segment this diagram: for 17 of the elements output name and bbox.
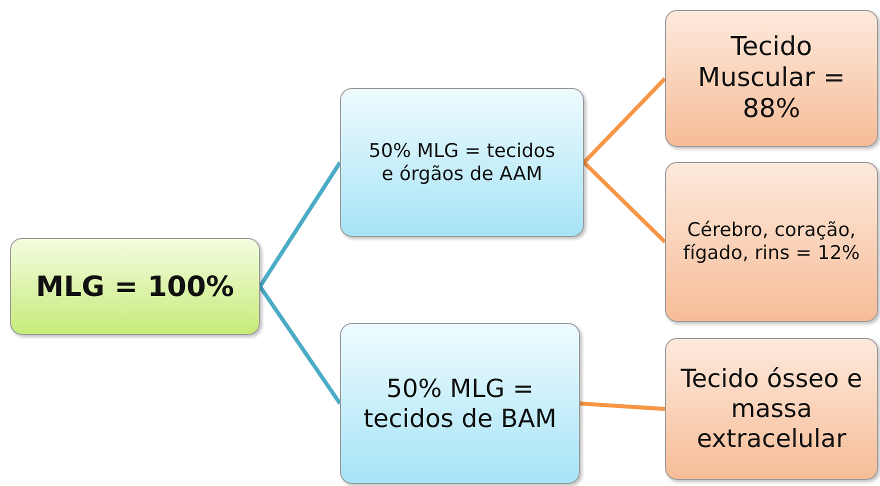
process-box	[340, 88, 584, 237]
process-box	[665, 10, 878, 147]
process-box	[340, 323, 580, 484]
node-label: Cérebro, coração, fígado, rins = 12%	[682, 219, 861, 265]
connector-line	[582, 77, 666, 164]
node-label: MLG = 100%	[36, 270, 234, 304]
connector-line	[258, 285, 342, 405]
process-box	[665, 338, 878, 480]
node-label: Tecido ósseo e massa extracelular	[680, 364, 864, 454]
node-label: 50% MLG = tecidos e órgãos de AAM	[368, 140, 556, 186]
node-label: 50% MLG = tecidos de BAM	[363, 374, 557, 434]
process-box	[665, 162, 878, 322]
connector-line	[582, 161, 666, 244]
node-label: Tecido Muscular = 88%	[696, 32, 846, 126]
process-box	[10, 238, 260, 335]
connector-line	[580, 402, 666, 411]
connector-line	[258, 161, 342, 288]
